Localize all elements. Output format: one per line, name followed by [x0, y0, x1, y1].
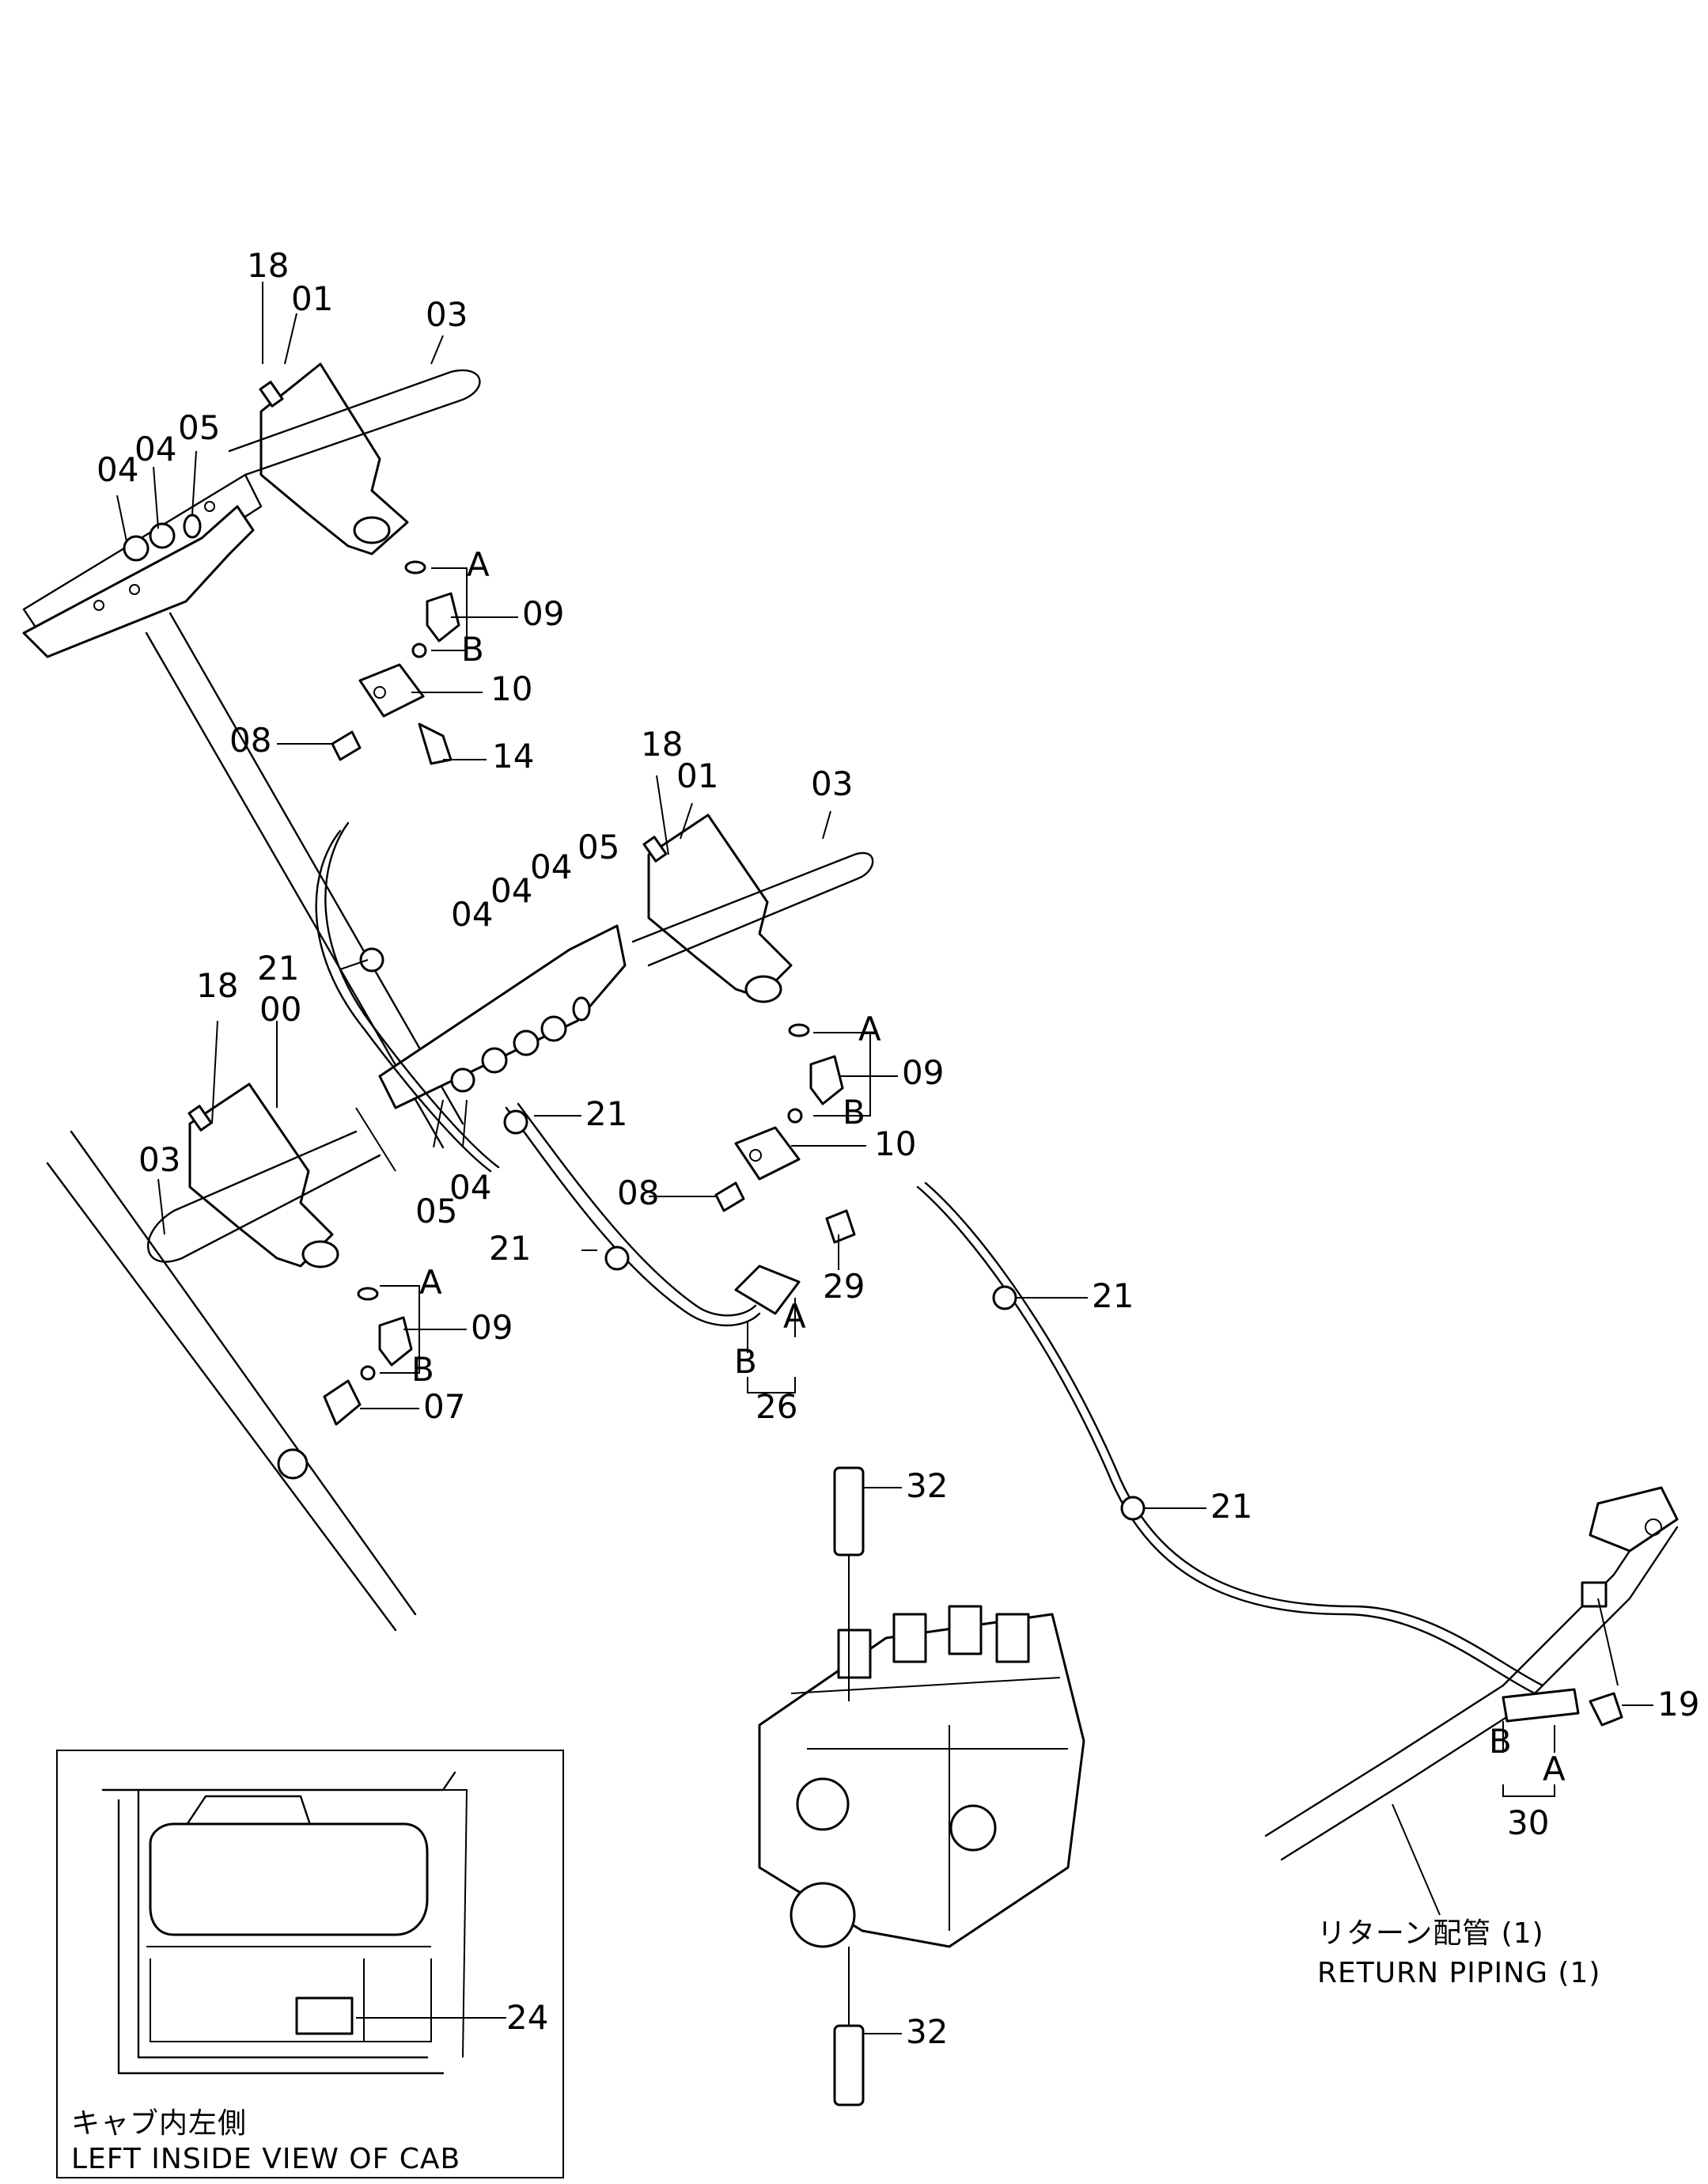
- callout-04-upper-a: 04: [97, 450, 138, 489]
- callout-29: 29: [823, 1267, 865, 1306]
- callout-21-a: 21: [257, 949, 299, 988]
- accumulator-upper: [259, 362, 409, 555]
- callout-18-lower: 18: [196, 966, 238, 1005]
- callout-10-middle: 10: [874, 1124, 916, 1163]
- control-valve: [758, 1466, 1085, 2106]
- callout-24: 24: [506, 1998, 548, 2037]
- callout-14: 14: [492, 737, 534, 775]
- callout-21-b: 21: [585, 1094, 627, 1133]
- callout-04-lower: 04: [449, 1168, 491, 1207]
- callout-B-upper: B: [461, 630, 484, 669]
- callout-A-26: A: [783, 1297, 806, 1336]
- callout-18-upper: 18: [247, 246, 289, 285]
- callout-A-30: A: [1543, 1750, 1566, 1788]
- fittings: [123, 514, 1623, 1727]
- callout-32-bottom: 32: [906, 2012, 948, 2051]
- u-bolt-middle: [631, 851, 874, 967]
- accumulator-lower: [187, 1083, 339, 1268]
- callout-10-upper: 10: [490, 669, 532, 708]
- callout-21-c: 21: [489, 1229, 531, 1268]
- callout-A-lower: A: [419, 1263, 442, 1302]
- callout-30: 30: [1507, 1803, 1549, 1842]
- return-piping-note: リターン配管 (1) RETURN PIPING (1): [1317, 1917, 1600, 1989]
- callout-A-upper: A: [467, 545, 490, 584]
- callout-09-middle: 09: [902, 1053, 944, 1092]
- callout-04-middle-c: 04: [451, 895, 493, 934]
- callout-B-lower: B: [411, 1350, 434, 1389]
- bracket-upper: [22, 501, 255, 658]
- callout-B-30: B: [1489, 1722, 1512, 1761]
- callout-19: 19: [1657, 1685, 1699, 1723]
- callout-04-upper-b: 04: [134, 430, 176, 468]
- bracket-middle: [355, 924, 627, 1172]
- accumulator-middle: [642, 813, 793, 1003]
- return-piping-jp: リターン配管 (1): [1317, 1917, 1544, 1950]
- callout-05-upper: 05: [178, 408, 220, 447]
- cab-frame-lines: [22, 473, 464, 1632]
- callout-04-middle-a: 04: [530, 847, 572, 886]
- inset-caption-en: LEFT INSIDE VIEW OF CAB: [71, 2143, 460, 2175]
- callout-04-middle-b: 04: [490, 871, 532, 910]
- callout-07: 07: [423, 1387, 465, 1426]
- callout-05-lower: 05: [415, 1192, 457, 1230]
- callout-18-middle: 18: [641, 725, 683, 764]
- callout-03-lower: 03: [138, 1140, 180, 1179]
- callout-08-middle: 08: [617, 1174, 659, 1212]
- callout-09-upper: 09: [522, 594, 564, 633]
- callout-03-upper: 03: [426, 295, 468, 334]
- callout-08-upper: 08: [229, 721, 271, 760]
- callout-B-26: B: [734, 1342, 757, 1381]
- callout-labels: 18 01 03 04 04 05 A 09 B 10 08 14 18 01 …: [97, 246, 1699, 2051]
- callout-A-middle: A: [858, 1010, 881, 1048]
- callout-01-upper: 01: [291, 279, 333, 318]
- callout-05-middle: 05: [578, 828, 619, 866]
- callout-32-top: 32: [906, 1466, 948, 1505]
- callout-26: 26: [756, 1387, 797, 1426]
- callout-03-middle: 03: [811, 764, 853, 803]
- callout-21-e: 21: [1210, 1487, 1252, 1526]
- callout-09-lower: 09: [471, 1308, 513, 1347]
- inset-caption-jp: キャブ内左側: [71, 2107, 247, 2140]
- leader-lines: [116, 282, 1653, 2034]
- hoses: [315, 821, 1544, 1695]
- callout-21-d: 21: [1092, 1276, 1134, 1315]
- callout-00: 00: [259, 990, 301, 1029]
- inset-left-inside-view: 24 キャブ内左側 LEFT INSIDE VIEW OF CAB: [56, 1750, 564, 2178]
- return-piping-en: RETURN PIPING (1): [1317, 1957, 1600, 1989]
- return-pipe-frame: [1264, 1486, 1679, 1861]
- u-bolt-lower: [146, 1130, 381, 1263]
- callout-01-middle: 01: [676, 756, 718, 795]
- u-bolt-upper: [228, 369, 481, 476]
- callout-B-middle: B: [843, 1093, 865, 1132]
